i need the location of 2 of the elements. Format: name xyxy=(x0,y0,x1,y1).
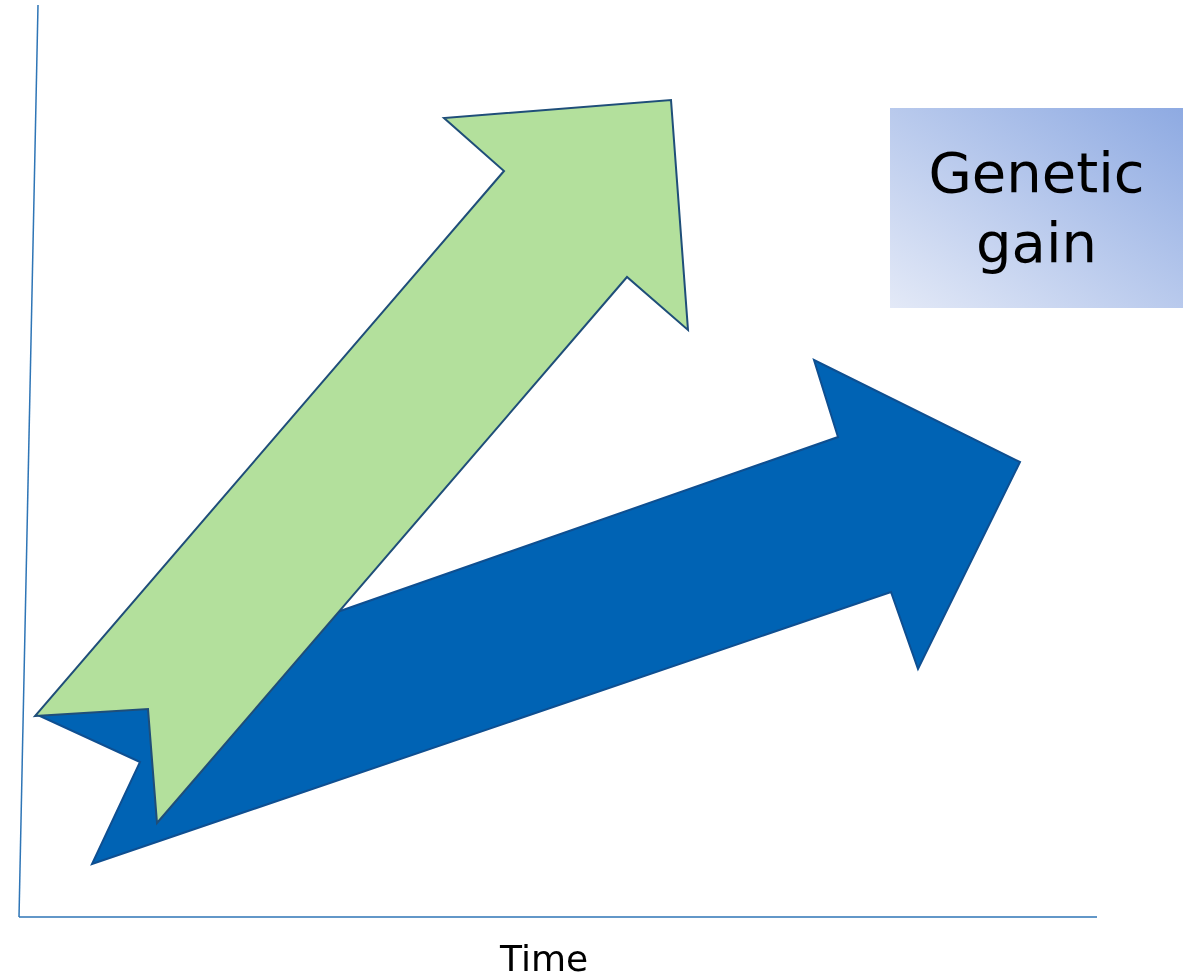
text-box: Genetic gain xyxy=(890,108,1183,308)
axis-label: Time xyxy=(500,938,589,980)
